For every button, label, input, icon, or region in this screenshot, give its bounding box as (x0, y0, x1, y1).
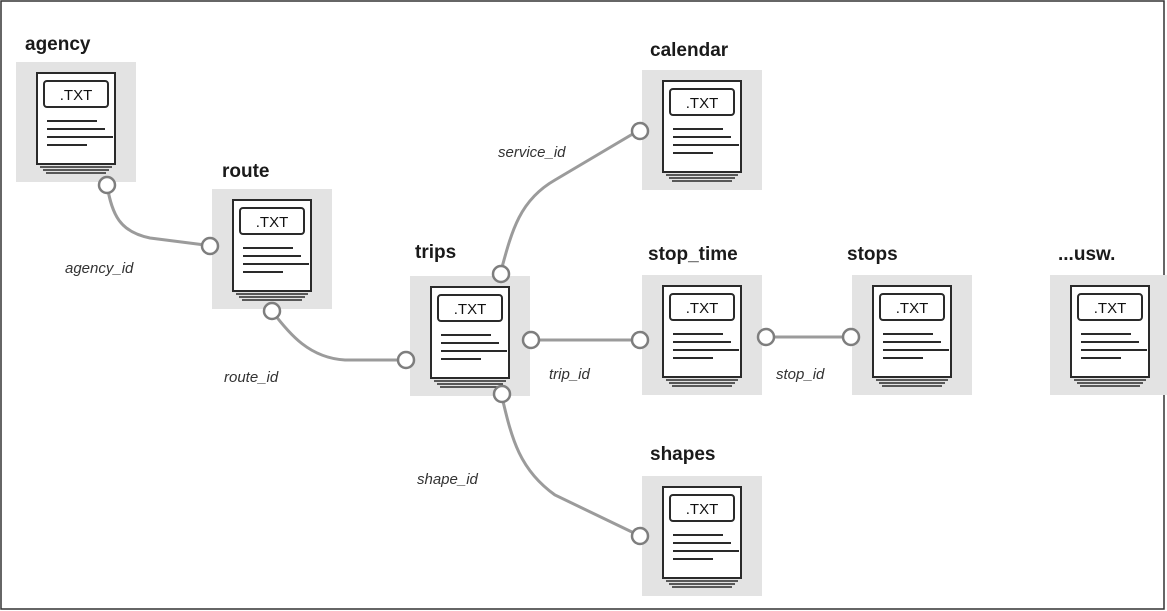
connector-shape_id (500, 396, 635, 535)
connector-endpoint (630, 121, 650, 141)
file-node-route: .TXT (212, 189, 332, 309)
connector-endpoint (262, 301, 282, 321)
file-node-stop_time: .TXT (642, 275, 762, 395)
file-extension-label: .TXT (686, 501, 719, 518)
connector-endpoint (841, 327, 861, 347)
file-extension-label: .TXT (686, 95, 719, 112)
connector-endpoint (630, 330, 650, 350)
document-icon (872, 285, 952, 387)
key-label-agency_id: agency_id (65, 260, 134, 277)
file-extension-label: .TXT (60, 87, 93, 104)
file-node-usw: .TXT (1050, 275, 1167, 395)
document-icon (1070, 285, 1150, 387)
connector-endpoint (492, 384, 512, 404)
file-title-usw: ...usw. (1058, 244, 1115, 265)
connector-endpoint (756, 327, 776, 347)
file-node-stops: .TXT (852, 275, 972, 395)
file-title-route: route (222, 161, 270, 182)
file-extension-label: .TXT (686, 300, 719, 317)
file-extension-label: .TXT (1094, 300, 1127, 317)
file-title-calendar: calendar (650, 40, 729, 61)
connector-endpoint (491, 264, 511, 284)
file-title-stops: stops (847, 244, 898, 265)
file-extension-label: .TXT (896, 300, 929, 317)
document-icon (662, 486, 742, 588)
connector-endpoint (521, 330, 541, 350)
document-icon (662, 80, 742, 182)
file-extension-label: .TXT (454, 301, 487, 318)
key-label-trip_id: trip_id (549, 366, 591, 383)
connector-endpoint (97, 175, 117, 195)
file-title-stop_time: stop_time (648, 244, 738, 265)
file-node-calendar: .TXT (642, 70, 762, 190)
document-icon (232, 199, 312, 301)
connector-agency_id (105, 184, 206, 247)
file-title-trips: trips (415, 242, 456, 263)
file-node-agency: .TXT (16, 62, 136, 182)
file-node-shapes: .TXT (642, 476, 762, 596)
file-title-shapes: shapes (650, 444, 715, 465)
connector-endpoint (200, 236, 220, 256)
document-icon (662, 285, 742, 387)
connector-endpoint (630, 526, 650, 546)
document-icon (36, 72, 116, 174)
key-label-service_id: service_id (498, 144, 566, 161)
document-icon (430, 286, 510, 388)
key-label-stop_id: stop_id (776, 366, 825, 383)
key-label-shape_id: shape_id (417, 471, 479, 488)
file-node-trips: .TXT (410, 276, 530, 396)
connector-endpoint (396, 350, 416, 370)
file-extension-label: .TXT (256, 214, 289, 231)
key-label-route_id: route_id (224, 369, 279, 386)
file-title-agency: agency (25, 34, 91, 55)
connector-service_id (499, 130, 637, 272)
connector-route_id (270, 310, 403, 362)
